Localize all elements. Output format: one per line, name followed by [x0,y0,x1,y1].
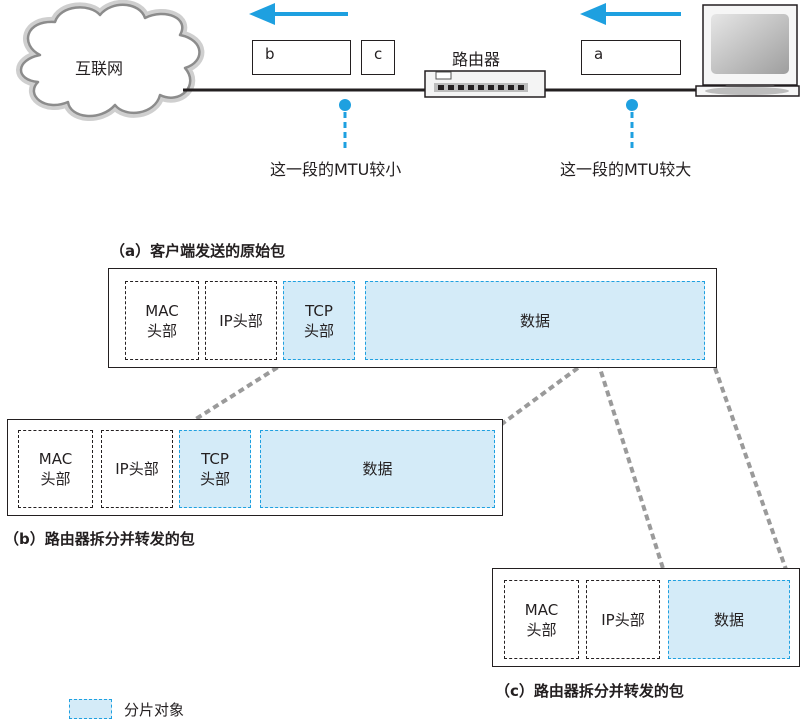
arrow-left-icon [249,3,348,25]
legend-fragment-swatch [69,699,112,719]
packet-a-label: a [594,45,604,63]
router-label: 路由器 [452,50,501,69]
data-segment: 数据 [260,430,495,508]
connector-line [493,360,588,431]
packet-a-caption: （a）客户端发送的原始包 [110,242,286,260]
legend-label: 分片对象 [124,701,185,719]
ip-header-segment: IP头部 [586,580,660,659]
segment-text: IP头部 [601,610,645,629]
segment-text: 头部 [526,620,557,639]
packet-b-label: b [265,45,275,63]
segment-text: 头部 [146,321,177,340]
segment-text: IP头部 [219,311,263,330]
internet-cloud-icon [16,0,205,121]
segment-text: MAC [145,301,179,320]
mtu-marker-large [626,99,638,148]
segment-text: 数据 [713,610,744,629]
connector-line [178,360,288,431]
packet-b-caption: （b）路由器拆分并转发的包 [4,530,195,548]
segment-text: IP头部 [115,460,159,478]
segment-text: MAC [38,450,73,468]
tcp-header-segment: TCP 头部 [179,430,251,508]
small-mtu-label: 这一段的MTU较小 [270,160,402,179]
packet-a-box: a [581,40,681,75]
segment-text: 数据 [362,460,393,478]
segment-text: MAC [524,600,559,619]
router-icon [424,70,546,98]
segment-text: 头部 [40,470,71,488]
segment-text: 头部 [303,321,334,340]
mtu-marker-small [339,99,351,148]
packet-c-box: c [361,40,395,75]
ip-header-segment: IP头部 [101,430,173,508]
ip-header-segment: IP头部 [205,281,277,360]
connector-line [713,367,791,579]
mac-header-segment: MAC 头部 [18,430,93,508]
large-mtu-label: 这一段的MTU较大 [560,160,692,179]
fragment-packet-b: MAC 头部 IP头部 TCP 头部 数据 [7,419,503,516]
computer-icon [695,4,800,97]
segment-text: TCP [305,301,333,320]
data-segment: 数据 [365,281,705,360]
segment-text: 头部 [199,470,230,488]
internet-label: 互联网 [75,59,124,78]
segment-text: TCP [201,450,229,468]
packet-b-box: b [252,40,351,75]
packet-c-label: c [374,45,383,63]
arrow-left-icon [580,3,681,25]
segment-text: 数据 [519,311,550,330]
packet-c-caption: （c）路由器拆分并转发的包 [495,682,684,700]
data-segment: 数据 [668,580,790,659]
connector-line [596,361,668,579]
